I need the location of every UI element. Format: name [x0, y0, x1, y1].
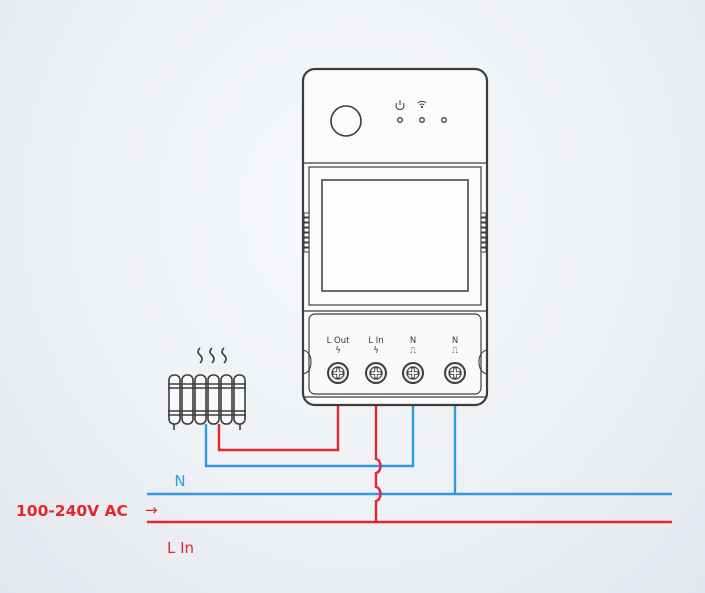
neutral-symbol-icon: ⎍ [452, 346, 459, 356]
power-button[interactable] [330, 105, 362, 137]
terminal-3: N⎍ [402, 336, 424, 384]
smart-switch-device [301, 67, 489, 407]
wifi-icon [417, 100, 427, 109]
screw-head [331, 366, 345, 380]
terminal-label: N [452, 336, 458, 346]
terminal-2: L Inϟ [365, 336, 387, 384]
live-symbol-icon: ϟ [335, 346, 341, 356]
status-led-3 [441, 117, 447, 123]
live-symbol-icon: ϟ [373, 346, 379, 356]
screw-cross-icon [407, 367, 419, 379]
wires [147, 404, 672, 524]
screw-head [369, 366, 383, 380]
display-screen [321, 179, 469, 292]
terminal-4: N⎍ [444, 336, 466, 384]
neutral-symbol-icon: ⎍ [410, 346, 417, 356]
right-clip [480, 212, 487, 253]
supply-arrow-icon: → [145, 501, 158, 519]
screw-head [406, 366, 420, 380]
live-out-wire-heater [217, 404, 340, 452]
status-led-2 [419, 117, 425, 123]
left-clip [303, 212, 310, 253]
status-led-1 [397, 117, 403, 123]
terminal-label: L Out [327, 336, 351, 346]
radiator-heater-icon [168, 347, 246, 430]
power-icon [395, 100, 405, 111]
screw-head [448, 366, 462, 380]
screw-cross-icon [332, 367, 344, 379]
supply-neutral-label: N [174, 472, 185, 490]
supply-live-label: L In [167, 539, 194, 557]
terminal-label: N [410, 336, 416, 346]
neutral-wire-heater [204, 404, 415, 468]
live-in-wire [374, 404, 382, 522]
supply-voltage-label: 100-240V AC [16, 502, 128, 520]
screw-cross-icon [370, 367, 382, 379]
terminal-label: L In [368, 336, 383, 346]
screw-cross-icon [449, 367, 461, 379]
